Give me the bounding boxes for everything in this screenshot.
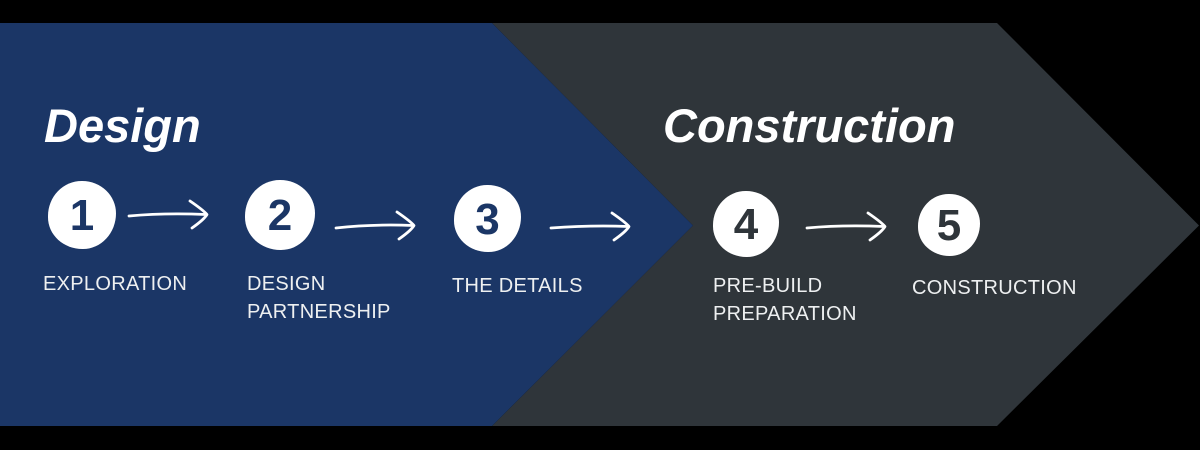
step-3-number: 3: [475, 194, 500, 244]
connector-arrow-icon-1-2: [127, 199, 209, 230]
step-4-number: 4: [733, 200, 759, 249]
arrow-strokes: [127, 199, 209, 230]
step-5-number: 5: [936, 201, 962, 250]
construction-phase-title: Construction: [663, 99, 956, 152]
step-5-circle: 5: [918, 194, 980, 256]
design-chevron: [0, 23, 693, 426]
connector-arrow-icon-4-5: [805, 211, 887, 242]
step-2-circle: 2: [245, 180, 315, 250]
step-2-label: DESIGN PARTNERSHIP: [247, 273, 391, 323]
step-4-circle: 4: [713, 191, 779, 257]
arrow-strokes: [549, 211, 631, 242]
step-1-label: EXPLORATION: [43, 273, 188, 295]
connector-arrow-icon-2-3: [334, 210, 416, 241]
step-3-label: THE DETAILS: [452, 275, 583, 297]
connector-arrow-icon-3-4: [549, 211, 631, 242]
step-3-circle: 3: [454, 185, 521, 252]
construction-chevron: [492, 23, 1199, 426]
step-4-label: PRE-BUILD PREPARATION: [713, 275, 857, 325]
arrow-strokes: [805, 211, 887, 242]
step-1-number: 1: [69, 191, 95, 240]
step-2-number: 2: [267, 191, 293, 240]
step-1-circle: 1: [48, 181, 116, 249]
step-5-label: CONSTRUCTION: [912, 277, 1077, 299]
design-phase-title: Design: [44, 99, 201, 152]
arrow-strokes: [334, 210, 416, 241]
